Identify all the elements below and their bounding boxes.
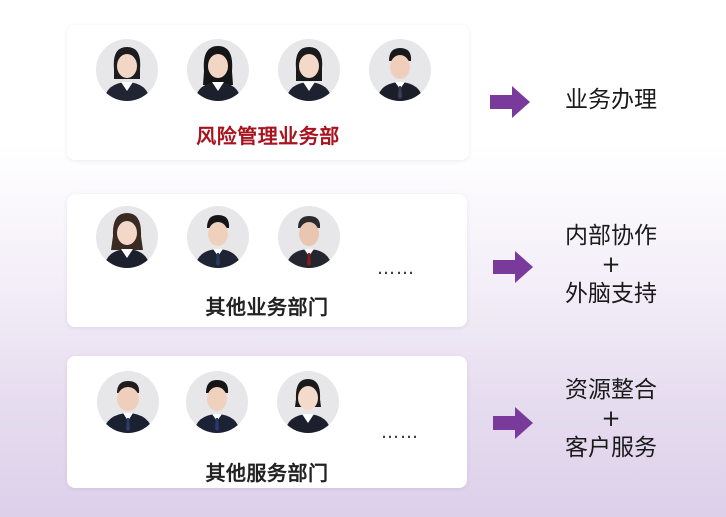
ellipsis: …… — [381, 422, 419, 443]
avatar-male — [187, 206, 249, 268]
department-card-other-business: …… 其他业务部门 — [67, 194, 467, 327]
avatar-female — [277, 371, 339, 433]
outcome-label: 业务办理 — [565, 87, 657, 113]
outcome-label: 资源整合 + 客户服务 — [565, 377, 657, 461]
department-card-other-service: …… 其他服务部门 — [67, 356, 467, 488]
avatar-male — [97, 371, 159, 433]
avatar-male — [186, 371, 248, 433]
department-name: 风险管理业务部 — [196, 124, 340, 148]
ellipsis: …… — [377, 258, 415, 279]
arrow-right-icon — [493, 407, 533, 439]
avatar-male — [369, 39, 431, 101]
arrow-right-icon — [493, 251, 533, 283]
avatar-female — [96, 39, 158, 101]
outcome-label: 内部协作 + 外脑支持 — [565, 223, 657, 307]
arrow-right-icon — [490, 86, 530, 118]
department-name: 其他业务部门 — [205, 295, 329, 319]
avatar-male — [278, 206, 340, 268]
avatar-female — [96, 206, 158, 268]
department-card-risk-management: 风险管理业务部 — [67, 25, 469, 160]
avatar-female — [278, 39, 340, 101]
department-name: 其他服务部门 — [205, 461, 329, 485]
avatar-female — [187, 39, 249, 101]
